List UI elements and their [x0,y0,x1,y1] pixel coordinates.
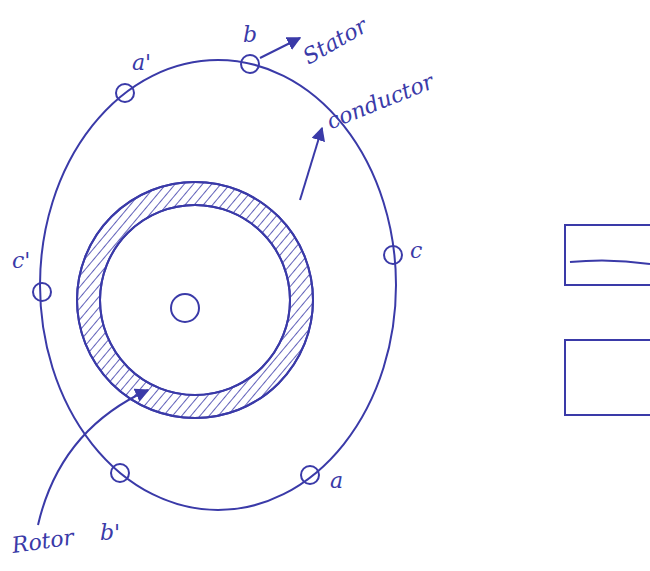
part-label: b' [100,522,120,544]
part-label: a [330,470,343,492]
cropped-box [565,225,650,285]
part-label: Stator [300,15,371,69]
conductor-symbol [33,283,51,301]
part-label: c [410,240,422,262]
conductor-symbol [384,246,402,264]
part-label: c' [12,250,30,272]
conductor-symbol [301,466,319,484]
part-label: a' [132,52,151,74]
cropped-box [565,340,650,415]
part-label: conductor [324,70,437,133]
rotor-outline [77,182,313,418]
conductor-symbol [241,55,259,73]
leader-line [260,38,300,58]
part-label: b [243,24,257,46]
conductor-symbol [116,84,134,102]
leader-line [38,390,148,525]
conductor-symbol [111,464,129,482]
scribble [570,260,650,264]
shaft [171,294,199,322]
rotor-inner [100,205,290,395]
rotor-ring [77,182,313,418]
part-label: Rotor [10,526,75,556]
leader-line [300,128,322,200]
